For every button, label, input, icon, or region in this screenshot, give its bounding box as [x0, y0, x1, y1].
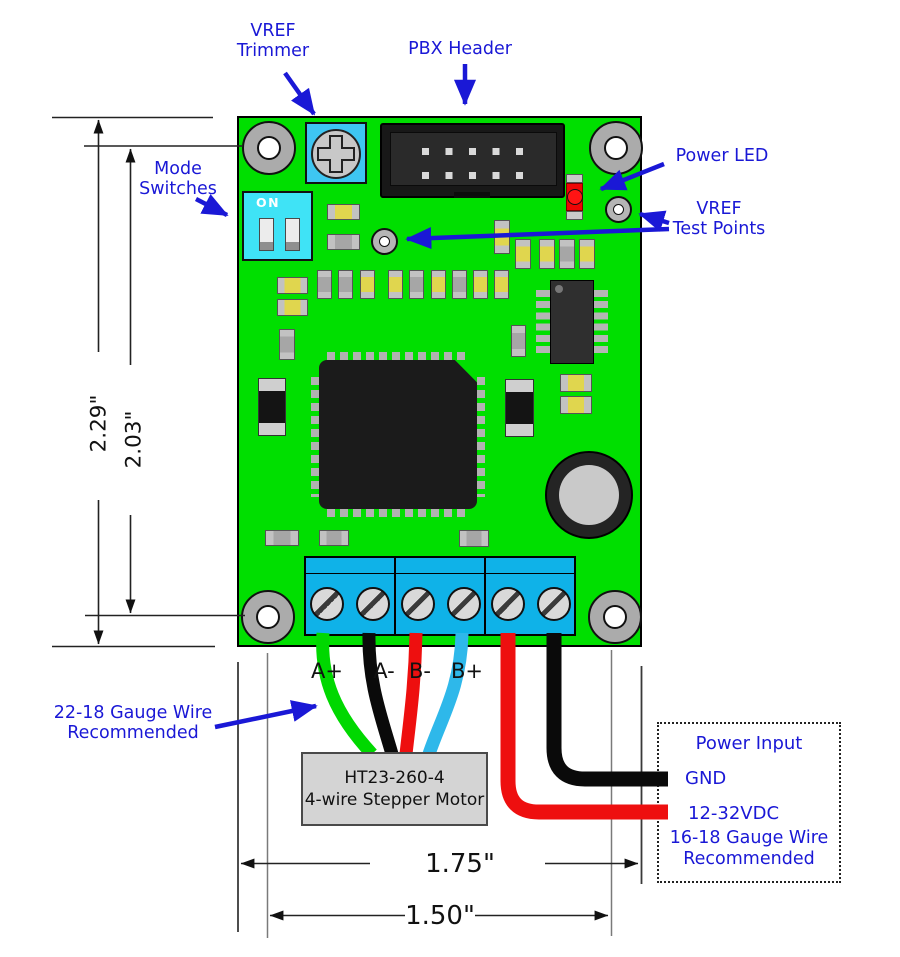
mounting-hole-top-right — [589, 121, 643, 175]
dip-switch-1 — [259, 218, 274, 251]
dim-label-hole-width: 1.50" — [405, 901, 475, 931]
capacitor — [360, 270, 375, 299]
pbx-header-label: PBX Header — [408, 39, 512, 59]
vref-trimmer-arrow-icon — [283, 71, 316, 116]
qfp-pins-right — [477, 377, 485, 497]
led-lens — [566, 189, 583, 205]
soic-chip — [550, 280, 594, 364]
terminal-block-b — [394, 556, 486, 636]
mounting-hole-top-left — [242, 121, 296, 175]
resistor — [327, 234, 360, 250]
terminal-block-strip — [304, 556, 576, 636]
terminal-block-power — [484, 556, 576, 636]
dim-label-board-width: 1.75" — [425, 849, 495, 879]
wire-power-ground — [546, 633, 668, 787]
capacitor — [494, 220, 510, 254]
wire-label-a-minus: A- — [373, 659, 395, 683]
diode-left — [258, 378, 286, 436]
vref-test-points-label: VREF Test Points — [672, 199, 766, 239]
resistor — [279, 329, 295, 360]
terminal-screw-vplus — [491, 587, 525, 621]
capacitor — [277, 299, 308, 316]
soic-pins-left — [536, 290, 550, 356]
capacitor — [560, 374, 592, 392]
power-input-title: Power Input — [695, 733, 803, 754]
power-gauge-line1: 16-18 Gauge Wire — [669, 828, 829, 848]
dim-label-board-height: 2.29" — [86, 394, 112, 453]
dip-on-label: ON — [256, 195, 281, 210]
capacitor — [327, 204, 360, 220]
pbx-key-notch — [454, 192, 490, 198]
wire-label-a-plus: A+ — [311, 659, 343, 683]
resistor — [452, 270, 467, 299]
voltage-label: 12-32VDC — [688, 803, 780, 824]
wire-power-positive — [500, 633, 668, 820]
wire-gauge-label: 22-18 Gauge Wire Recommended — [53, 703, 213, 743]
power-gauge-line2: Recommended — [683, 849, 815, 869]
wire-b-plus — [422, 632, 469, 757]
gnd-label: GND — [685, 768, 727, 789]
terminal-screw-b-plus — [447, 587, 481, 621]
pcb-board: ON — [237, 116, 643, 647]
pbx-header-connector — [380, 123, 565, 198]
qfp-pins-left — [311, 377, 319, 497]
resistor — [459, 530, 489, 547]
wire-b-minus — [399, 632, 423, 755]
soic-pin1-dot — [555, 285, 563, 293]
resistor — [317, 270, 332, 299]
qfp-pins-top — [327, 352, 467, 360]
stepper-motor-box: HT23-260-4 4-wire Stepper Motor — [301, 752, 488, 826]
capacitor — [560, 396, 592, 414]
motor-model: HT23-260-4 — [344, 768, 445, 788]
qfp-driver-chip — [319, 360, 477, 509]
capacitor — [277, 277, 308, 294]
resistor — [319, 530, 349, 546]
qfp-pins-bottom — [327, 509, 467, 517]
diode-right — [505, 379, 534, 437]
terminal-block-a — [304, 556, 396, 636]
wire-label-b-plus: B+ — [450, 659, 483, 683]
wire-gauge-arrow-icon — [214, 700, 318, 730]
capacitor — [388, 270, 403, 299]
resistor — [511, 325, 526, 357]
power-led-component — [566, 174, 583, 220]
resistor — [409, 270, 424, 299]
terminal-screw-gnd — [537, 587, 571, 621]
terminal-screw-a-minus — [356, 587, 390, 621]
power-led-label: Power LED — [675, 146, 769, 166]
mode-switches-label: Mode Switches — [139, 159, 217, 199]
pbx-pins-row2 — [422, 172, 526, 179]
electrolytic-capacitor — [545, 451, 633, 539]
terminal-screw-b-minus — [401, 587, 435, 621]
resistor — [338, 270, 353, 299]
vref-test-point-2 — [371, 228, 398, 255]
capacitor — [515, 239, 531, 269]
vref-trimmer-label: VREF Trimmer — [236, 21, 310, 61]
wire-a-minus — [362, 632, 399, 756]
capacitor — [431, 270, 446, 299]
mode-switches-arrow-icon — [194, 194, 229, 217]
mode-dip-switch-block: ON — [242, 191, 313, 261]
motor-type: 4-wire Stepper Motor — [304, 790, 485, 810]
vref-test-point-1 — [605, 196, 632, 223]
wire-label-b-minus: B- — [409, 659, 431, 683]
phillips-screw-icon — [311, 129, 361, 179]
capacitor — [539, 239, 555, 269]
resistor — [559, 239, 575, 269]
power-input-box: Power Input GND 12-32VDC 16-18 Gauge Wir… — [657, 722, 841, 883]
pbx-pins-row1 — [422, 148, 526, 155]
dip-switch-2 — [285, 218, 300, 251]
mounting-hole-bottom-right — [588, 590, 642, 644]
capacitor — [473, 270, 488, 299]
dim-label-hole-height: 2.03" — [121, 410, 147, 469]
soic-pins-right — [594, 290, 608, 356]
terminal-screw-a-plus — [310, 587, 344, 621]
capacitor — [579, 239, 595, 269]
wire-a-plus — [316, 632, 377, 759]
vref-trimmer-pot — [305, 122, 367, 184]
capacitor — [494, 270, 509, 299]
resistor — [265, 530, 299, 546]
mounting-hole-bottom-left — [241, 590, 295, 644]
